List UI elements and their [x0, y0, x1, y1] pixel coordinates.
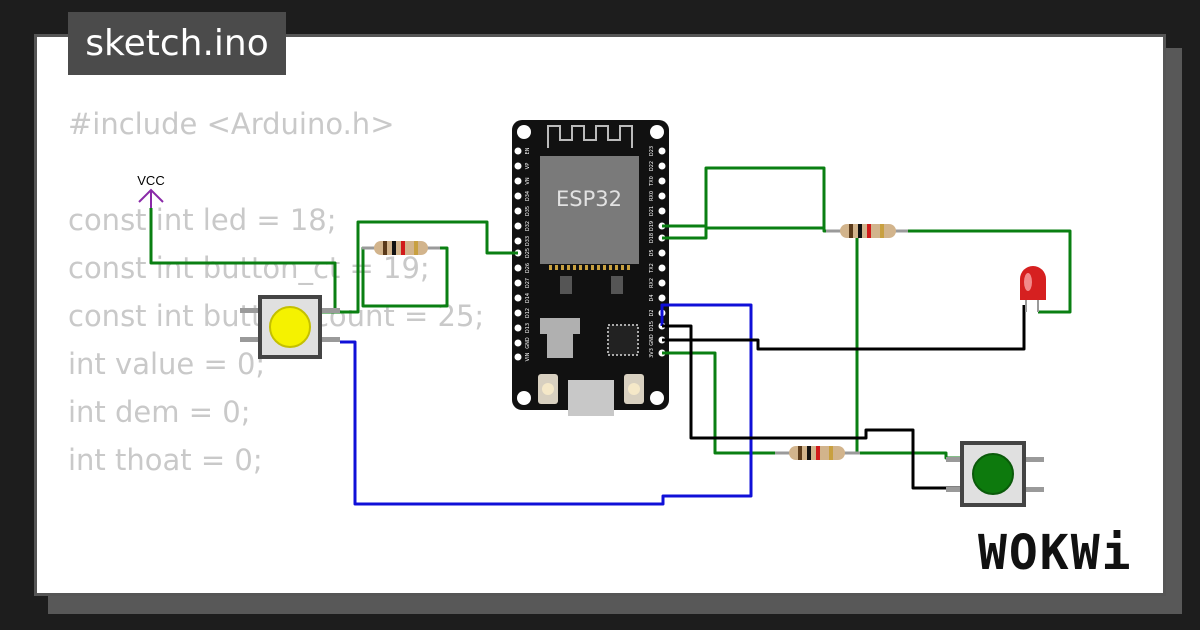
svg-text:D18: D18: [649, 233, 655, 243]
resistor-icon[interactable]: [362, 241, 440, 255]
resistor-icon[interactable]: [775, 446, 860, 460]
led-icon[interactable]: [1020, 266, 1046, 312]
svg-text:D33: D33: [525, 236, 531, 246]
svg-text:D27: D27: [525, 278, 531, 288]
wire-black[interactable]: [662, 305, 1026, 490]
esp32-chip: [540, 156, 639, 264]
svg-text:VN: VN: [525, 177, 531, 184]
resistor-icon[interactable]: [826, 224, 908, 238]
svg-text:D32: D32: [525, 221, 531, 231]
svg-text:TX2: TX2: [649, 263, 655, 274]
code-line: const int led = 18;: [68, 203, 337, 237]
svg-text:D26: D26: [525, 263, 531, 273]
vcc-label: VCC: [137, 173, 164, 188]
usb-port: [568, 380, 614, 416]
svg-text:D4: D4: [649, 294, 655, 301]
svg-text:D19: D19: [649, 221, 655, 231]
svg-text:D25: D25: [525, 248, 531, 258]
svg-text:VP: VP: [525, 163, 531, 169]
svg-text:GND: GND: [649, 334, 655, 346]
vcc-arrow-icon[interactable]: [138, 188, 164, 210]
svg-text:TX0: TX0: [649, 176, 655, 187]
svg-text:D23: D23: [649, 146, 655, 156]
code-line: int value = 0;: [68, 347, 266, 381]
chip-label: ESP32: [556, 187, 622, 211]
svg-text:RX2: RX2: [649, 278, 655, 288]
wokwi-logo: WOKWi: [978, 525, 1133, 581]
svg-text:D34: D34: [525, 191, 531, 201]
svg-text:D2: D2: [649, 309, 655, 316]
code-preview: #include <Arduino.h>const int led = 18;c…: [68, 100, 484, 484]
code-line: int dem = 0;: [68, 395, 251, 429]
pushbutton-icon[interactable]: [946, 441, 1044, 507]
esp32-board[interactable]: ESP32 EN VP VN D34 D35 D32 D33 D25: [512, 120, 669, 416]
svg-text:D21: D21: [649, 206, 655, 216]
svg-text:D12: D12: [525, 308, 531, 318]
svg-text:D15: D15: [649, 321, 655, 331]
svg-text:D22: D22: [649, 161, 655, 171]
svg-text:EN: EN: [525, 147, 531, 154]
file-tab[interactable]: sketch.ino: [68, 12, 286, 75]
svg-text:VIN: VIN: [525, 352, 531, 361]
svg-text:D14: D14: [525, 293, 531, 303]
wire-blue[interactable]: [340, 303, 753, 506]
svg-text:D13: D13: [525, 323, 531, 333]
pushbutton-icon[interactable]: [240, 295, 340, 359]
svg-text:D5: D5: [649, 249, 655, 256]
code-line: #include <Arduino.h>: [68, 107, 395, 141]
svg-text:GND: GND: [525, 337, 531, 349]
svg-text:3V3: 3V3: [649, 348, 655, 358]
svg-text:D35: D35: [525, 206, 531, 216]
code-line: int thoat = 0;: [68, 443, 263, 477]
svg-text:RX0: RX0: [649, 191, 655, 201]
